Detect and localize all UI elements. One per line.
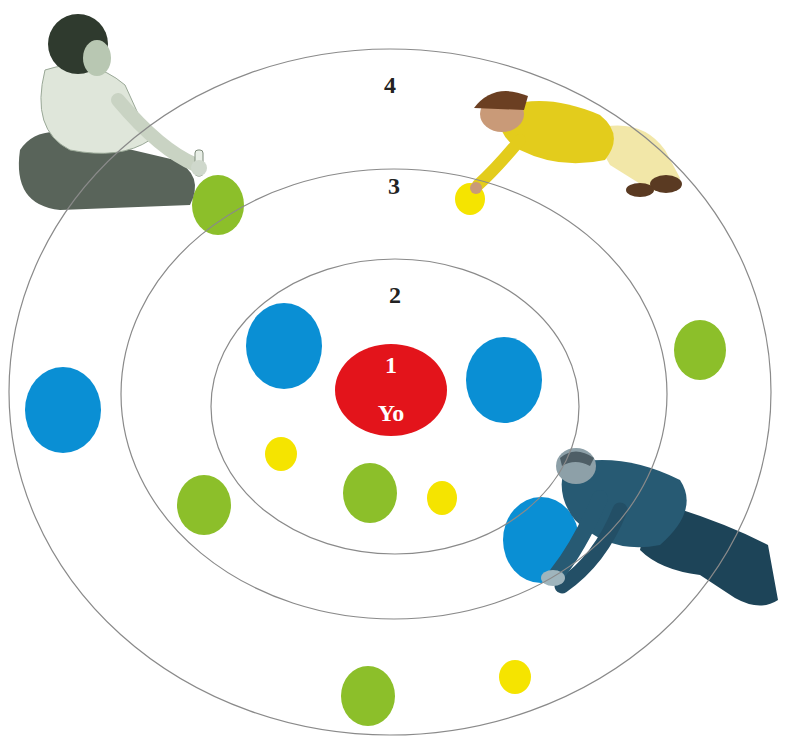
blue-dot	[246, 303, 322, 389]
face	[83, 40, 111, 76]
green-dot	[674, 320, 726, 380]
yellow-dot	[427, 481, 457, 515]
green-dot	[177, 475, 231, 535]
arm	[118, 100, 196, 165]
outline-ellipse	[335, 344, 447, 436]
shoe	[650, 175, 682, 193]
outline-ellipse	[9, 49, 771, 735]
green-dot	[341, 666, 395, 726]
ring-label: Yo	[378, 400, 405, 426]
ring-number: 1	[385, 352, 397, 378]
green-dot	[192, 175, 244, 235]
yellow-dot	[265, 437, 297, 471]
blue-dot	[466, 337, 542, 423]
outline-ellipse	[211, 259, 579, 554]
outline-ellipse	[121, 169, 667, 619]
hand	[191, 160, 207, 176]
ring: 4 3 2 1Yo	[8, 48, 772, 736]
arm	[478, 140, 520, 185]
kneeling-woman	[470, 91, 682, 197]
blue-dot	[25, 367, 101, 453]
head	[556, 448, 596, 484]
ring-number: 2	[389, 282, 401, 308]
ring-number: 4	[384, 72, 396, 98]
ring: 3 2 1Yo	[120, 168, 668, 620]
hand	[470, 182, 482, 194]
green-dot	[343, 463, 397, 523]
ring-number: 3	[388, 173, 400, 199]
shoe	[626, 183, 654, 197]
yellow-dot	[455, 183, 485, 215]
ring: 2 1Yo	[210, 258, 580, 555]
yellow-dot	[499, 660, 531, 694]
arm	[557, 498, 600, 574]
kneeling-man	[541, 448, 778, 606]
self-ellipse: 1Yo	[334, 343, 448, 437]
cap	[474, 91, 528, 110]
crouching-woman	[19, 14, 207, 210]
